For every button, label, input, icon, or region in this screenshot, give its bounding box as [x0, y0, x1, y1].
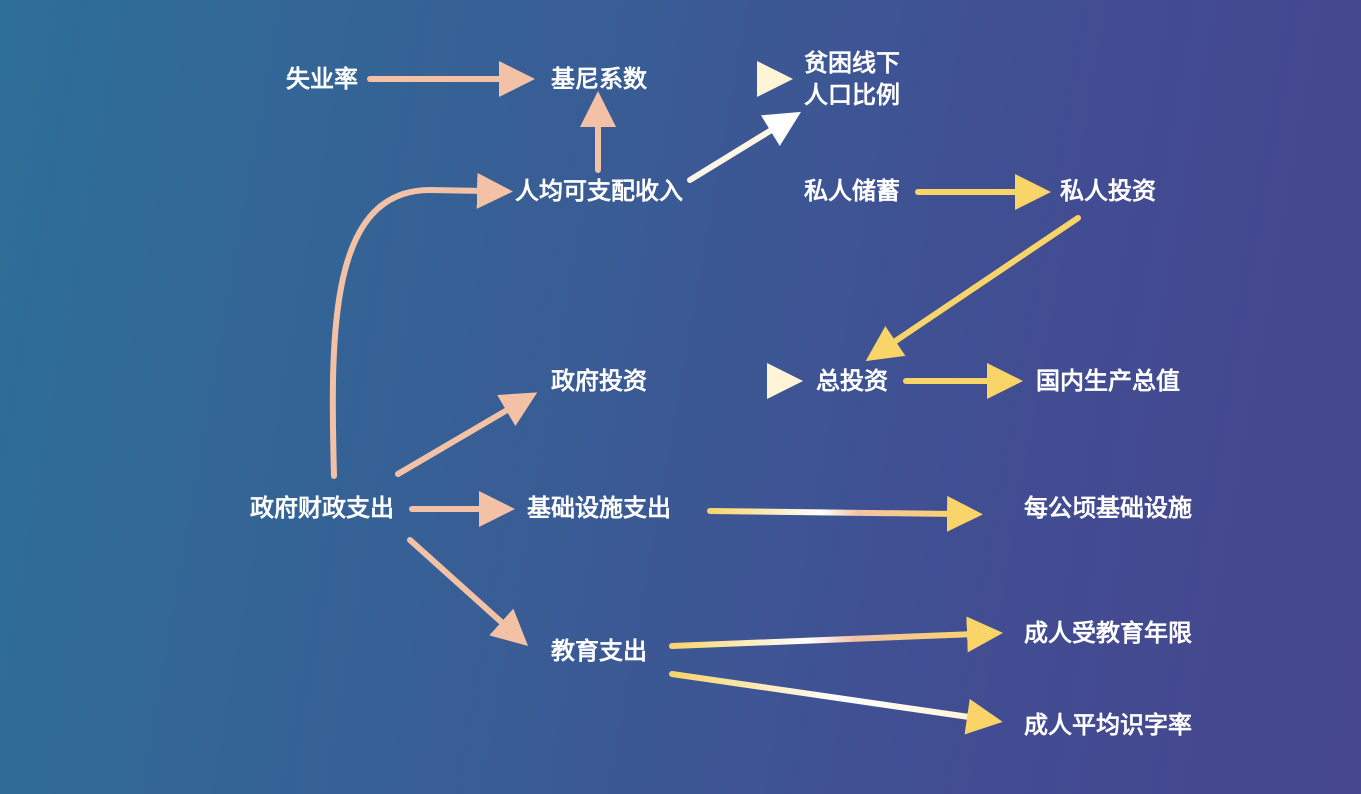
- arrow-fiscal-to-edu-spend: [407, 537, 529, 647]
- node-gini: 基尼系数: [551, 65, 647, 93]
- node-income: 人均可支配收入: [515, 177, 683, 205]
- node-unemployment: 失业率: [286, 65, 358, 93]
- node-savings: 私人储蓄: [804, 177, 900, 205]
- node-edu-years: 成人受教育年限: [1024, 619, 1192, 647]
- node-infra-spend: 基础设施支出: [527, 494, 671, 522]
- arrow-edu-spend-to-edu-years: [669, 616, 1003, 653]
- node-gov-invest: 政府投资: [551, 367, 647, 395]
- arrow-edu-spend-to-literacy: [669, 671, 1003, 735]
- arrow-income-to-poverty: [687, 111, 802, 183]
- arrow-fiscal-to-income: [329, 172, 513, 479]
- node-gdp: 国内生产总值: [1036, 367, 1180, 395]
- node-poverty: 贫困线下 人口比例: [804, 49, 900, 109]
- node-total-invest: 总投资: [816, 367, 888, 395]
- arrow-private-invest-to-total-invest: [865, 215, 1081, 362]
- node-private-invest: 私人投资: [1060, 177, 1156, 205]
- arrow-infra-spend-to-infra-per-ha: [707, 495, 983, 532]
- node-literacy: 成人平均识字率: [1024, 711, 1192, 739]
- node-infra-per-ha: 每公顷基础设施: [1024, 494, 1192, 522]
- node-fiscal: 政府财政支出: [250, 494, 394, 522]
- node-edu-spend: 教育支出: [551, 637, 647, 665]
- arrow-fiscal-to-gov-invest: [395, 392, 538, 477]
